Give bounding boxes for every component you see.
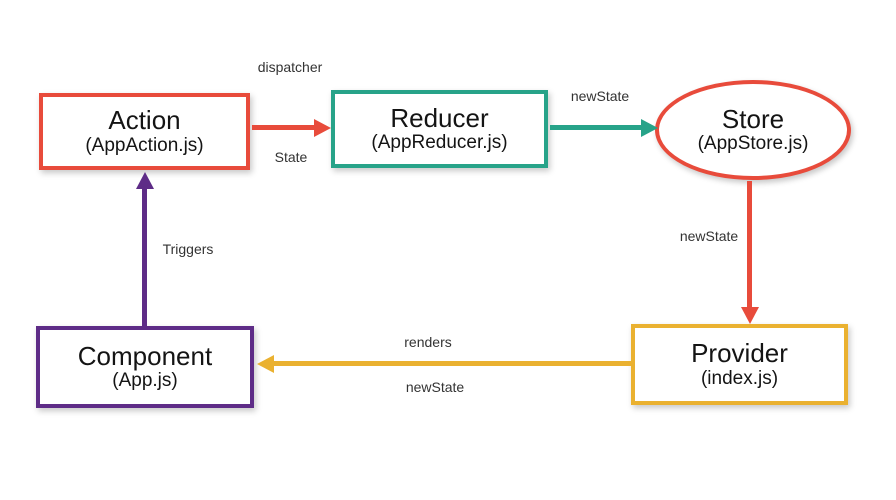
edge-label-newstate-to-provider: newState: [679, 228, 739, 244]
node-component-title: Component: [77, 340, 213, 371]
edge-label-state: State: [274, 149, 308, 165]
node-action-title: Action: [108, 105, 181, 136]
arrow-reducer-to-store-head-icon: [641, 119, 658, 137]
arrow-provider-to-component-line: [273, 361, 631, 366]
edge-label-dispatcher: dispatcher: [257, 59, 323, 75]
node-reducer-subtitle: (AppReducer.js): [371, 132, 508, 154]
node-store: Store (AppStore.js): [655, 80, 851, 180]
node-reducer-title: Reducer: [390, 102, 489, 133]
arrow-reducer-to-store-line: [550, 125, 642, 130]
edge-label-renders: renders: [404, 334, 452, 350]
node-store-subtitle: (AppStore.js): [697, 133, 809, 155]
node-action: Action (AppAction.js): [39, 93, 250, 170]
node-provider: Provider (index.js): [631, 324, 848, 405]
node-provider-title: Provider: [691, 338, 788, 369]
edge-label-newstate-to-component: newState: [405, 379, 465, 395]
node-component: Component (App.js): [36, 326, 254, 408]
arrow-store-to-provider-line: [747, 181, 752, 308]
arrow-action-to-reducer-head-icon: [314, 119, 331, 137]
arrow-store-to-provider-head-icon: [741, 307, 759, 324]
node-action-subtitle: (AppAction.js): [85, 134, 204, 156]
arrow-action-to-reducer-line: [252, 125, 316, 130]
node-store-title: Store: [721, 103, 785, 134]
node-provider-subtitle: (index.js): [700, 367, 779, 389]
arrow-provider-to-component-head-icon: [257, 355, 274, 373]
edge-label-triggers: Triggers: [162, 241, 214, 257]
arrow-component-to-action-line: [142, 188, 147, 326]
edge-label-newstate-to-store: newState: [570, 88, 630, 104]
node-component-subtitle: (App.js): [112, 370, 178, 392]
node-reducer: Reducer (AppReducer.js): [331, 90, 548, 168]
arrow-component-to-action-head-icon: [136, 172, 154, 189]
